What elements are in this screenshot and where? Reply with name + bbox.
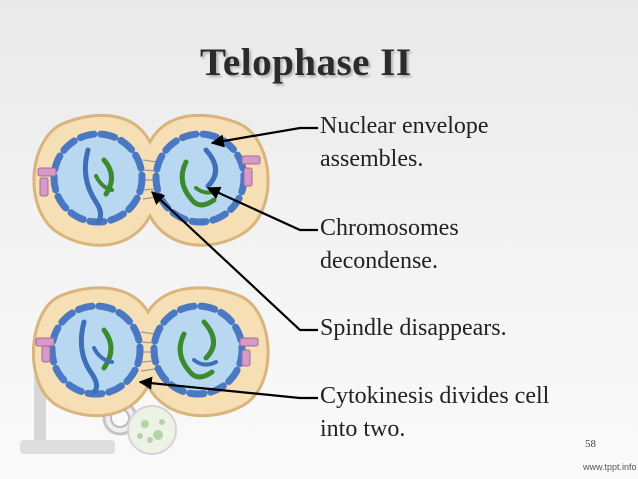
page-number: 58 xyxy=(585,438,596,450)
slide-title: Telophase II xyxy=(200,41,412,84)
label-line: decondense. xyxy=(320,248,438,274)
watermark: www.tppt.info xyxy=(583,462,637,472)
label-chromosomes: Chromosomes decondense. xyxy=(320,212,459,278)
label-line: into two. xyxy=(320,416,406,442)
nucleus-bottom-right xyxy=(150,302,246,398)
pointer-chromosomes xyxy=(206,186,318,232)
label-nuclear-envelope: Nuclear envelope assembles. xyxy=(320,110,489,176)
label-line: Nuclear envelope xyxy=(320,113,489,139)
pointer-cytokinesis xyxy=(138,376,318,400)
pointer-nuclear-envelope xyxy=(210,126,318,148)
nucleus-bottom-left xyxy=(48,302,144,398)
nucleus-top-left xyxy=(50,130,146,226)
label-line: Spindle disappears. xyxy=(320,315,507,341)
label-cytokinesis: Cytokinesis divides cell into two. xyxy=(320,380,549,446)
centriole-icon xyxy=(35,155,261,367)
pointer-lines xyxy=(138,126,318,400)
pointer-spindle xyxy=(151,191,318,332)
label-line: Cytokinesis divides cell xyxy=(320,383,550,409)
label-line: assembles. xyxy=(320,146,424,172)
label-line: Chromosomes xyxy=(320,215,459,241)
label-spindle: Spindle disappears. xyxy=(320,312,507,345)
